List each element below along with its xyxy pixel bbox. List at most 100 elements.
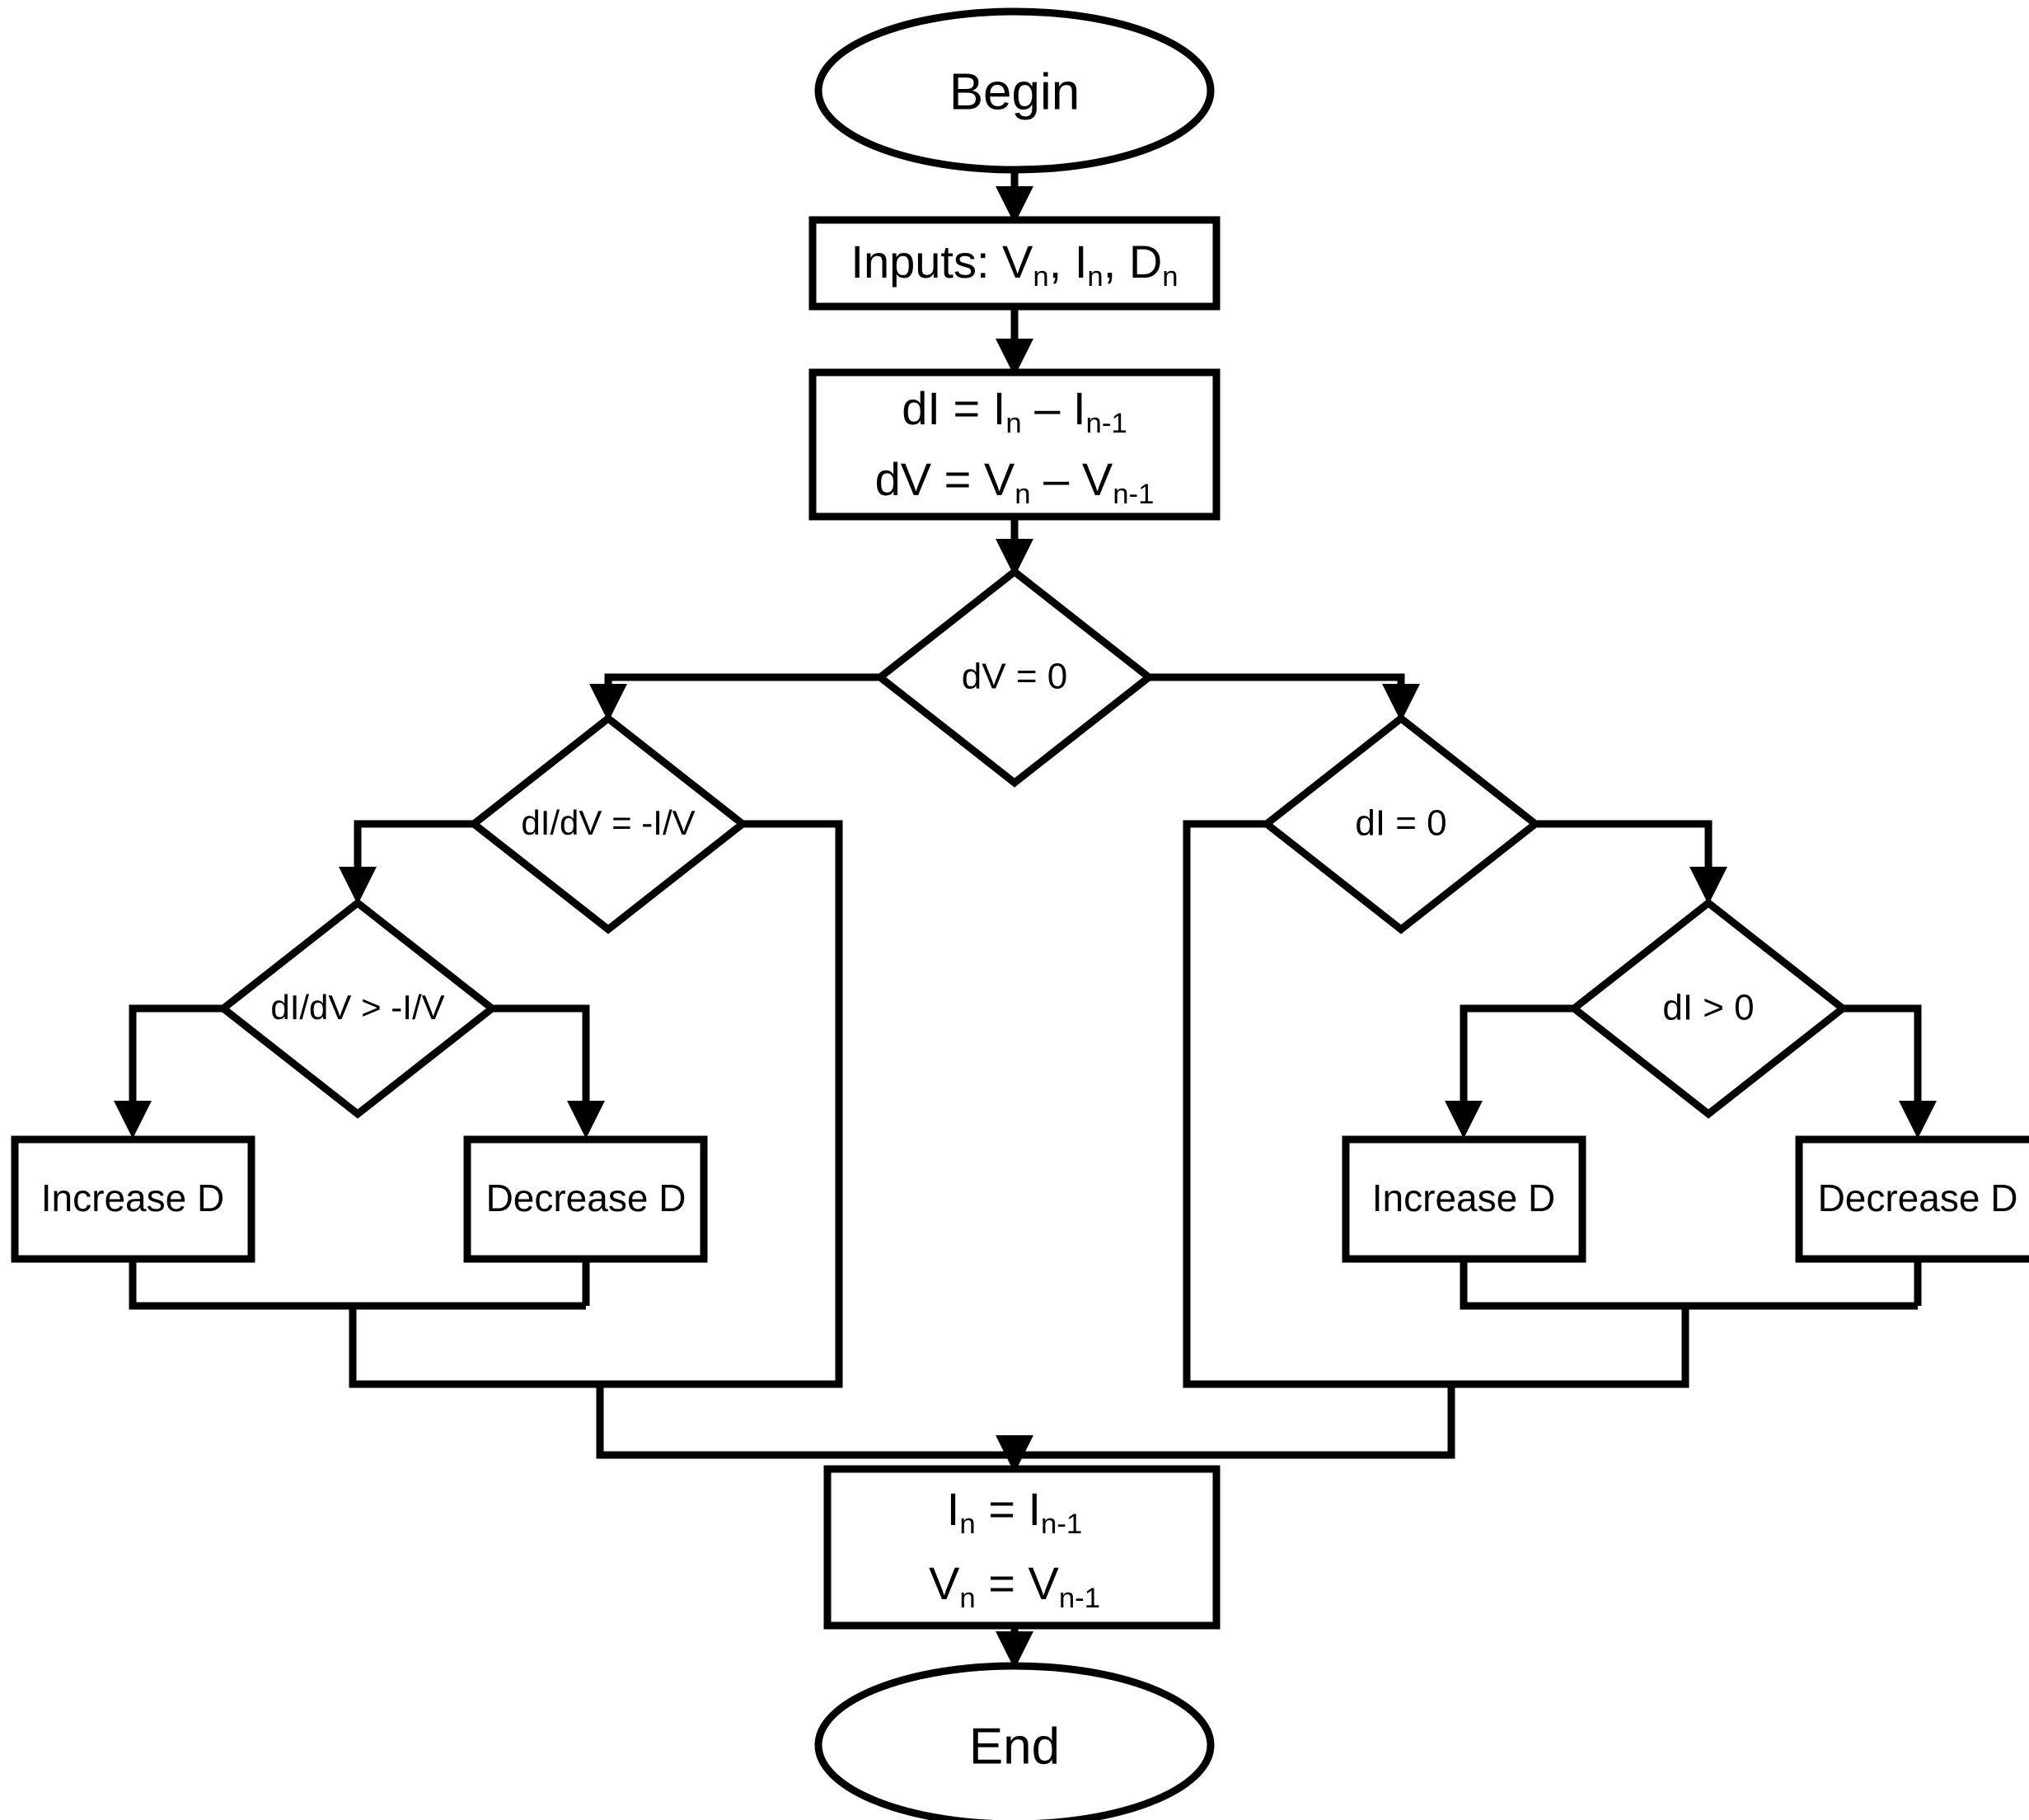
edge-right-pair-merge-down <box>1451 1306 1689 1388</box>
connector-layer <box>114 170 1937 1669</box>
update-eq-a: = <box>976 1483 1029 1535</box>
decrease-d-left-rect <box>463 1135 708 1263</box>
node-begin[interactable]: Begin <box>814 7 1215 174</box>
didv-equals-diamond <box>467 713 749 934</box>
increase-d-right-label: Increase D <box>1372 1177 1555 1219</box>
node-decrease-d-left[interactable]: Decrease D <box>463 1135 708 1263</box>
inputs-label: Inputs: Vn, In, Dn <box>850 236 1178 292</box>
edge-dv-zero-right <box>1149 673 1405 701</box>
inputs-mid-d: , D <box>1104 236 1163 288</box>
edge-didv-greater-right <box>492 1004 590 1116</box>
arrowhead-didv-equals <box>589 684 627 722</box>
update-i-b: I <box>1028 1483 1041 1535</box>
edge-increase-right-to-merge <box>1460 1259 1918 1310</box>
node-didv-greater[interactable]: dI/dV > -I/V <box>217 898 499 1119</box>
edge-di-zero-right <box>1535 820 1713 884</box>
update-sub-nm1-a: n-1 <box>1041 1509 1082 1540</box>
edge-didv-equals-right-bypass <box>600 820 843 1388</box>
node-decrease-d-right[interactable]: Decrease D <box>1795 1135 2029 1263</box>
update-v-a: V <box>929 1557 960 1609</box>
arrowhead-inputs <box>996 186 1033 224</box>
di-greater-label: dI > 0 <box>1662 988 1754 1028</box>
node-increase-d-left[interactable]: Increase D <box>11 1135 255 1263</box>
inputs-sub-n-1: n <box>1033 261 1048 292</box>
begin-label: Begin <box>949 63 1080 120</box>
didv-equals-label: dI/dV = -I/V <box>521 803 695 842</box>
node-end[interactable]: End <box>814 1662 1215 1820</box>
arrowhead-dv-zero <box>996 539 1033 577</box>
update-v-b: V <box>1028 1557 1059 1609</box>
deltas-sub-nm1-a: n-1 <box>1086 408 1127 439</box>
edge-di-greater-left <box>1460 1004 1574 1116</box>
inputs-sub-n-3: n <box>1162 261 1178 292</box>
edge-increase-left-to-merge <box>129 1259 586 1310</box>
increase-d-left-rect <box>11 1135 255 1263</box>
dv-zero-label: dV = 0 <box>962 657 1067 697</box>
decrease-d-left-label: Decrease D <box>486 1177 686 1219</box>
deltas-v-b: V <box>1082 453 1113 505</box>
node-di-greater[interactable]: dI > 0 <box>1567 898 1849 1119</box>
edge-di-greater-right <box>1843 1004 1922 1116</box>
arrowhead-deltas <box>996 339 1033 377</box>
deltas-sub-n-a: n <box>1005 408 1021 439</box>
arrowhead-decrease-d-left <box>567 1101 605 1139</box>
didv-greater-label: dI/dV > -I/V <box>270 988 444 1027</box>
update-i-a: I <box>947 1483 960 1535</box>
deltas-rect <box>808 368 1221 521</box>
end-label: End <box>969 1718 1060 1775</box>
update-line2: Vn = Vn-1 <box>929 1557 1100 1614</box>
inputs-prefix: Inputs: V <box>850 236 1033 288</box>
node-di-zero[interactable]: dI = 0 <box>1260 713 1542 934</box>
di-zero-diamond <box>1260 713 1542 934</box>
decrease-d-right-rect <box>1795 1135 2029 1263</box>
decrease-d-right-label: Decrease D <box>1818 1177 2018 1219</box>
deltas-minus-a: – <box>1022 382 1073 434</box>
arrowhead-di-greater <box>1689 867 1727 905</box>
di-greater-diamond <box>1567 898 1849 1119</box>
deltas-line2: dV = Vn – Vn-1 <box>875 453 1155 510</box>
arrowhead-di-zero <box>1382 684 1420 722</box>
edge-dv-zero-left <box>604 673 880 701</box>
edge-right-group-to-final-bus <box>1014 1384 1455 1459</box>
deltas-sub-nm1-b: n-1 <box>1113 479 1154 510</box>
update-sub-n-b: n <box>959 1583 975 1614</box>
edge-di-zero-left-bypass <box>1183 820 1451 1388</box>
arrowhead-end <box>996 1631 1033 1669</box>
didv-greater-diamond <box>217 898 499 1119</box>
inputs-sub-n-2: n <box>1087 261 1103 292</box>
update-values-rect <box>823 1465 1221 1630</box>
node-dv-zero[interactable]: dV = 0 <box>874 567 1155 788</box>
dv-zero-diamond <box>874 567 1155 788</box>
node-update-values[interactable]: In = In-1 Vn = Vn-1 <box>823 1465 1221 1630</box>
arrowhead-update <box>996 1435 1033 1473</box>
deltas-i-a: I <box>1073 382 1086 434</box>
inputs-mid-i: , I <box>1049 236 1088 288</box>
node-deltas[interactable]: dI = In – In-1 dV = Vn – Vn-1 <box>808 368 1221 521</box>
increase-d-left-label: Increase D <box>41 1177 224 1219</box>
update-eq-b: = <box>976 1557 1029 1609</box>
deltas-line1: dI = In – In-1 <box>902 382 1127 439</box>
arrowhead-decrease-d-right <box>1899 1101 1937 1139</box>
arrowhead-increase-d-left <box>114 1101 152 1139</box>
deltas-dv-assign: dV = V <box>875 453 1015 505</box>
di-zero-label: dI = 0 <box>1355 803 1446 844</box>
update-line1: In = In-1 <box>947 1483 1082 1540</box>
end-ellipse <box>814 1662 1215 1820</box>
increase-d-right-rect <box>1342 1135 1586 1263</box>
node-increase-d-right[interactable]: Increase D <box>1342 1135 1586 1263</box>
node-didv-equals[interactable]: dI/dV = -I/V <box>467 713 749 934</box>
inputs-rect <box>808 216 1221 311</box>
node-inputs[interactable]: Inputs: Vn, In, Dn <box>808 216 1221 311</box>
deltas-di-assign: dI = I <box>902 382 1005 434</box>
begin-ellipse <box>814 7 1215 174</box>
arrowhead-increase-d-right <box>1445 1101 1483 1139</box>
edge-didv-greater-left <box>129 1004 223 1116</box>
update-sub-nm1-b: n-1 <box>1059 1583 1100 1614</box>
edge-left-group-to-final-bus <box>596 1384 1014 1459</box>
arrowhead-didv-greater <box>339 867 377 905</box>
deltas-minus-b: – <box>1031 453 1082 505</box>
edge-left-pair-merge-down <box>349 1306 600 1388</box>
edge-didv-equals-left <box>354 820 474 884</box>
